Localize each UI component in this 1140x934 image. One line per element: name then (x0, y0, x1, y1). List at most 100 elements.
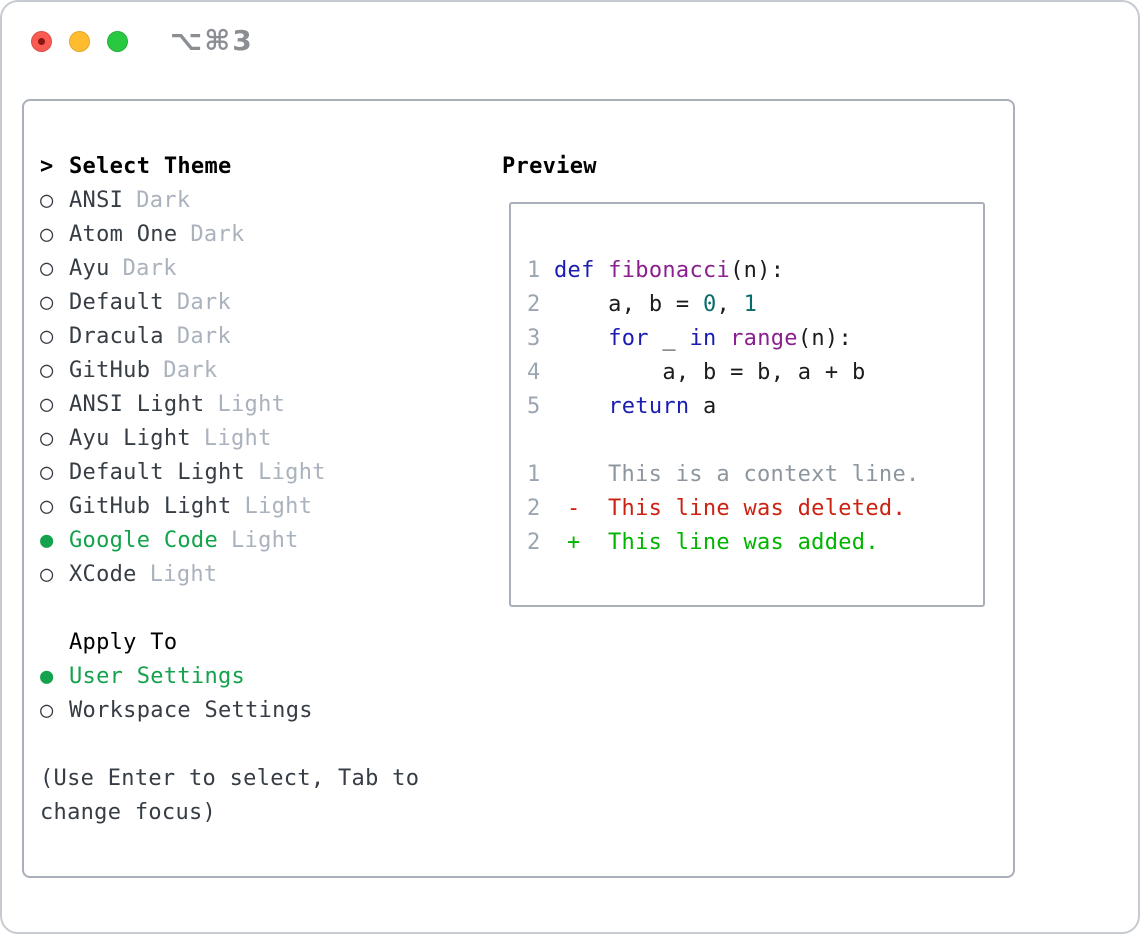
titlebar: ⌥⌘3 (31, 24, 254, 57)
theme-variant-tag: Light (258, 460, 326, 485)
theme-option-xcode[interactable]: ○ XCode Light (40, 558, 502, 592)
theme-variant-tag: Dark (122, 256, 177, 281)
theme-option-github[interactable]: ○ GitHub Dark (40, 354, 502, 388)
line-number: 4 (527, 360, 541, 385)
code-token-plain: , (716, 292, 744, 317)
close-button[interactable] (31, 30, 52, 52)
apply-option-workspace-settings[interactable]: ○ Workspace Settings (40, 694, 502, 728)
diff-text: This is a context line. (608, 462, 920, 487)
radio-unselected-icon: ○ (40, 358, 54, 383)
apply-to-header-label: Apply To (69, 630, 178, 655)
code-token-plain (595, 254, 609, 288)
code-token-plain: a (689, 394, 717, 419)
radio-unselected-icon: ○ (40, 290, 54, 315)
line-number: 1 (527, 462, 541, 487)
theme-name: GitHub (69, 358, 151, 383)
code-token-plain: (n): (730, 258, 785, 283)
code-line: 5 return a (527, 390, 983, 424)
radio-unselected-icon: ○ (40, 256, 54, 281)
diff-text: This line was deleted. (608, 496, 906, 521)
radio-unselected-icon: ○ (40, 494, 54, 519)
theme-variant-tag: Light (244, 494, 313, 519)
theme-name: Default (69, 290, 164, 315)
code-token-plain (554, 390, 608, 424)
apply-option-user-settings[interactable]: ●User Settings (40, 660, 502, 694)
theme-option-default-light[interactable]: ○ Default Light Light (40, 456, 502, 490)
radio-unselected-icon: ○ (40, 460, 54, 485)
code-token-plain (554, 322, 608, 356)
radio-selected-icon: ● (40, 528, 54, 553)
code-line: 1 def fibonacci(n): (527, 254, 983, 288)
help-text: (Use Enter to select, Tab to change focu… (40, 766, 420, 825)
apply-option-label: Workspace Settings (69, 698, 313, 723)
theme-option-ansi[interactable]: ○ ANSI Dark (40, 184, 502, 218)
line-number: 2 (527, 496, 541, 521)
line-number: 2 (527, 530, 541, 555)
code-token-literal: 0 (703, 292, 717, 317)
diff-line-added: 2 + This line was added. (527, 526, 983, 560)
diff-text: This line was added. (608, 530, 879, 555)
theme-variant-tag: Light (203, 426, 272, 451)
code-token-keyword: def (554, 258, 595, 283)
theme-variant-tag: Light (149, 562, 218, 587)
line-number: 3 (527, 326, 541, 351)
theme-variant-tag: Light (231, 528, 299, 553)
line-number: 1 (527, 258, 541, 283)
code-line: 2 a, b = 0, 1 (527, 288, 983, 322)
theme-name: Atom One (69, 222, 178, 247)
apply-to-header: Apply To (40, 626, 502, 660)
line-number: 2 (527, 292, 541, 317)
preview-header: Preview (502, 150, 1013, 184)
diff-line-deleted: 2 - This line was deleted. (527, 492, 983, 526)
radio-unselected-icon: ○ (40, 222, 54, 247)
theme-name: ANSI Light (69, 392, 205, 417)
theme-variant-tag: Light (217, 392, 286, 417)
diff-line-context: 1 This is a context line. (527, 458, 983, 492)
window-title: ⌥⌘3 (170, 24, 254, 57)
blank-line (527, 424, 983, 458)
minimize-button[interactable] (69, 30, 90, 52)
theme-name: ANSI (69, 188, 124, 213)
code-token-plain: a, b = (554, 292, 703, 317)
radio-unselected-icon: ○ (40, 188, 54, 213)
theme-name: Google Code (69, 528, 218, 553)
code-token-function: fibonacci (608, 258, 731, 283)
spacer (40, 592, 502, 626)
theme-name: GitHub Light (69, 494, 232, 519)
code-token-keyword: in (689, 326, 717, 351)
code-token-plain: (n): (797, 326, 853, 351)
code-token-plain: a, b = b, a + b (554, 360, 866, 385)
select-theme-header-label: Select Theme (69, 154, 232, 179)
radio-unselected-icon: ○ (40, 562, 54, 587)
theme-name: Dracula (69, 324, 164, 349)
code-token-keyword: for (608, 326, 649, 351)
radio-unselected-icon: ○ (40, 426, 54, 451)
zoom-button[interactable] (107, 30, 128, 52)
diff-marker-icon: + (567, 530, 581, 555)
code-token-plain: _ (648, 326, 690, 351)
theme-option-google-code[interactable]: ● Google Code Light (40, 524, 502, 558)
focus-caret-icon: > (40, 154, 54, 179)
theme-name: XCode (69, 562, 137, 587)
theme-name: Default Light (69, 460, 246, 485)
theme-option-github-light[interactable]: ○ GitHub Light Light (40, 490, 502, 524)
diff-marker-empty (554, 458, 608, 492)
theme-variant-tag: Dark (163, 358, 218, 383)
radio-unselected-icon: ○ (40, 698, 54, 723)
line-number: 5 (527, 394, 541, 419)
diff-marker-icon: - (567, 496, 581, 521)
theme-variant-tag: Dark (136, 188, 191, 213)
radio-selected-icon: ● (40, 664, 54, 689)
